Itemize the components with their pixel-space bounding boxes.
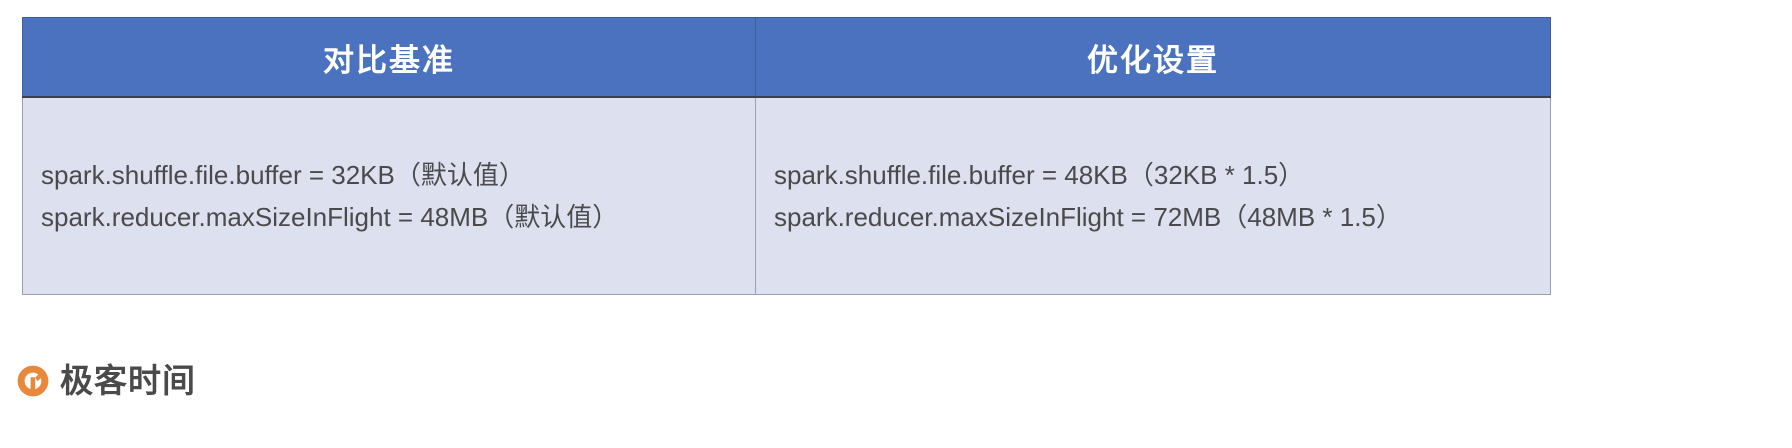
table-header-row: 对比基准 优化设置 [22,17,1551,98]
brand-watermark: 极客时间 [16,364,196,398]
config-line: spark.shuffle.file.buffer = 48KB（32KB * … [774,160,1305,190]
table-row: spark.shuffle.file.buffer = 32KB（默认值） sp… [22,97,1551,295]
geektime-logo-icon [16,364,50,398]
config-line: spark.reducer.maxSizeInFlight = 48MB（默认值… [41,202,619,232]
config-line: spark.reducer.maxSizeInFlight = 72MB（48M… [774,202,1402,232]
config-line-group: spark.shuffle.file.buffer = 32KB（默认值） sp… [41,154,755,238]
cell-optimized-config: spark.shuffle.file.buffer = 48KB（32KB * … [755,97,1551,295]
column-header-baseline: 对比基准 [22,17,756,98]
comparison-table: 对比基准 优化设置 spark.shuffle.file.buffer = 32… [22,17,1551,295]
brand-name: 极客时间 [60,362,196,399]
config-line: spark.shuffle.file.buffer = 32KB（默认值） [41,160,525,190]
table-body: spark.shuffle.file.buffer = 32KB（默认值） sp… [22,97,1551,295]
table-header: 对比基准 优化设置 [22,17,1551,98]
cell-baseline-config: spark.shuffle.file.buffer = 32KB（默认值） sp… [22,97,756,295]
column-header-optimized: 优化设置 [755,17,1551,98]
config-line-group: spark.shuffle.file.buffer = 48KB（32KB * … [774,154,1550,238]
